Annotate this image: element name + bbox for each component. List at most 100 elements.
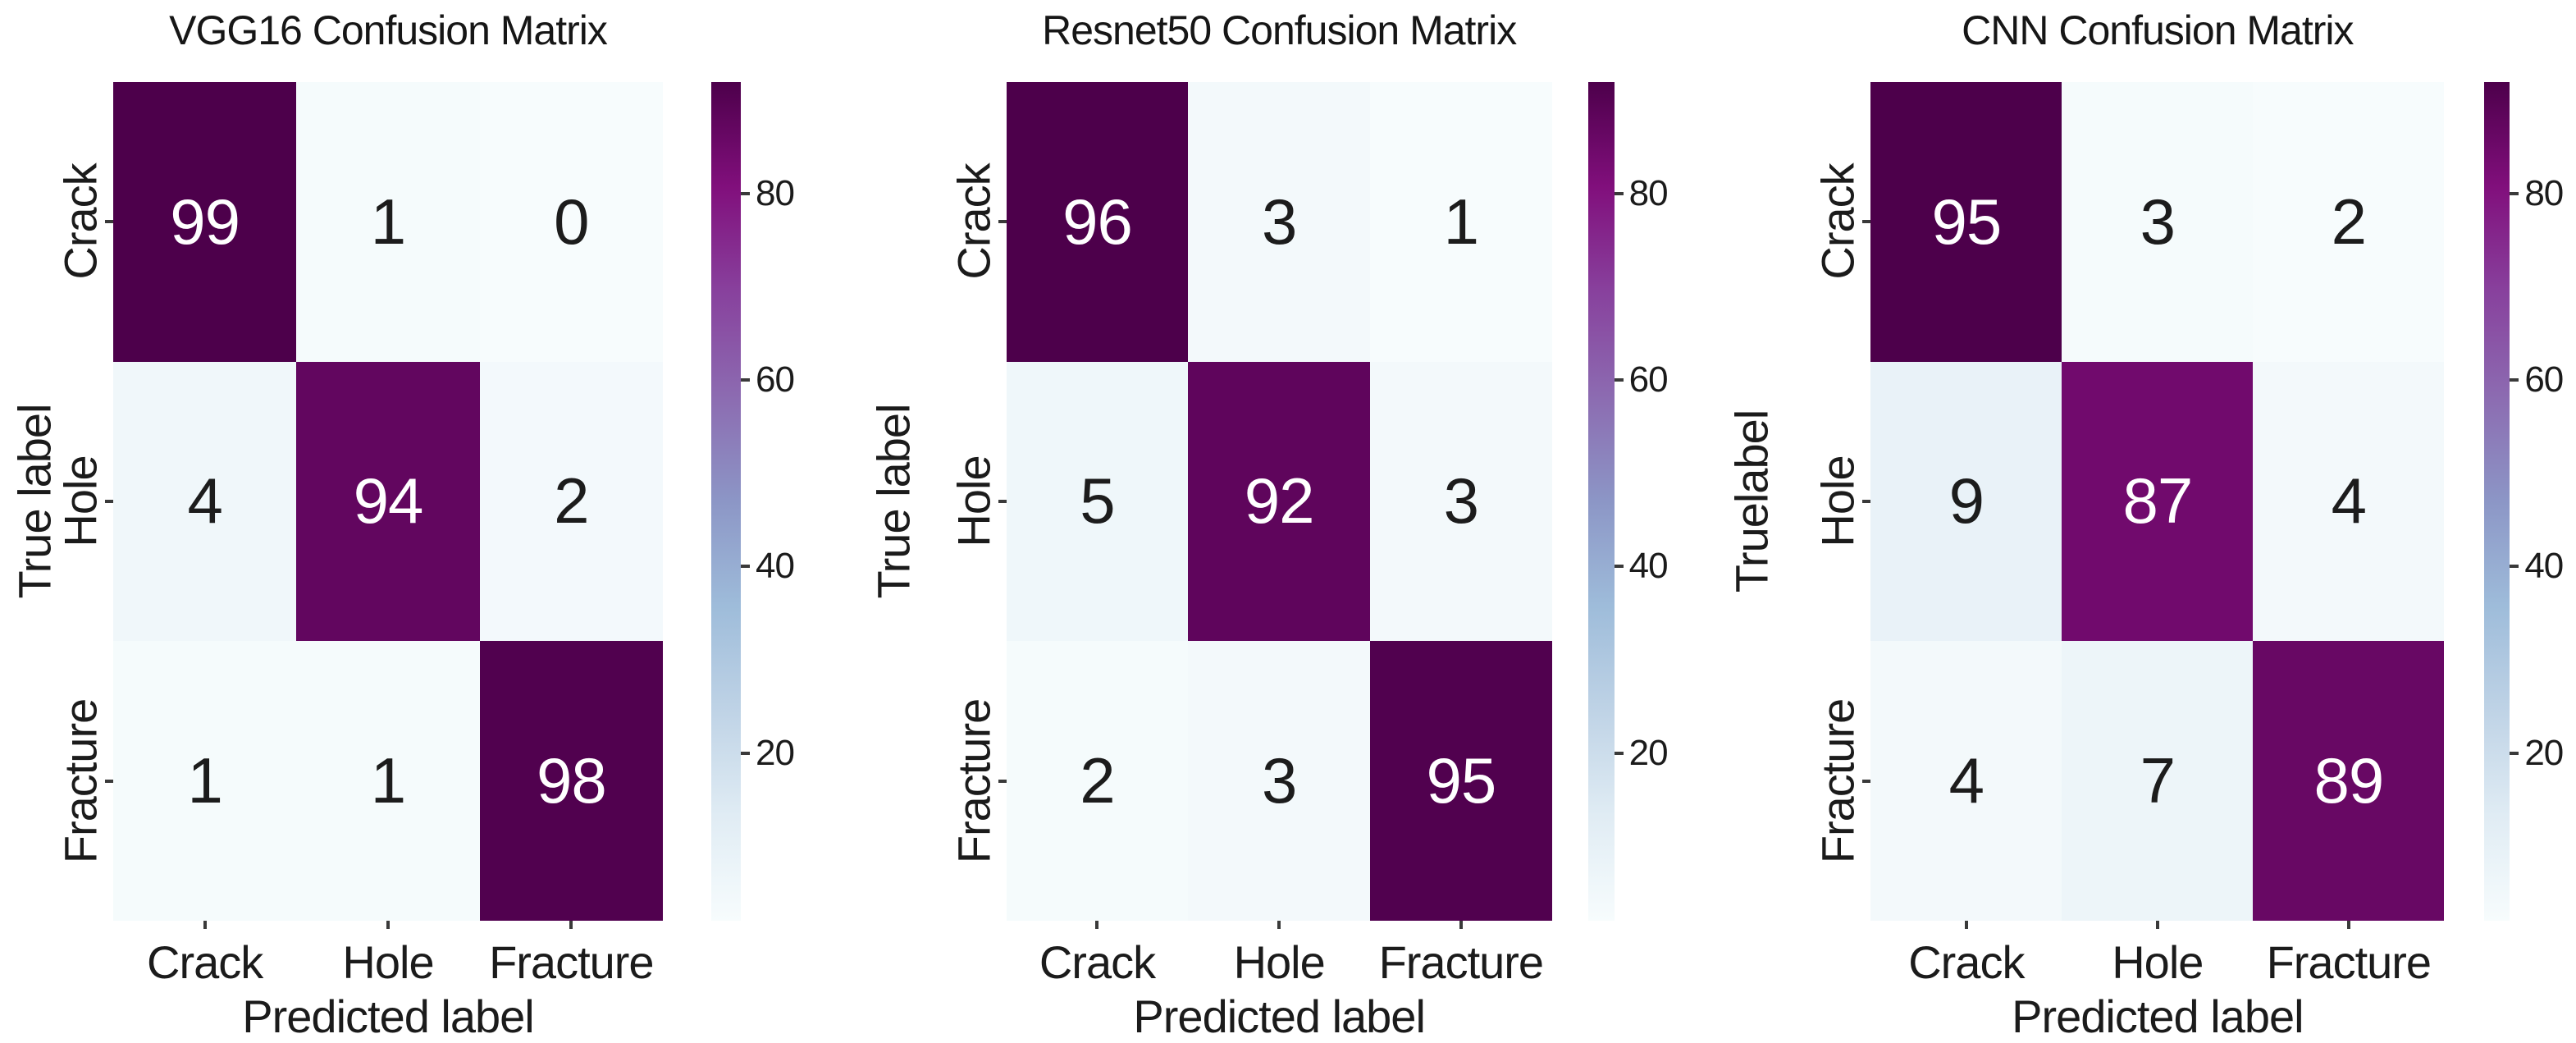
y-tick-label: Crack [1811,163,1864,280]
matrix-cell: 9 [1870,361,2062,642]
matrix-cell: 3 [1188,641,1370,921]
x-tick-mark [569,921,573,929]
colorbar [711,82,741,921]
y-tick-label: Crack [948,163,1000,280]
colorbar-tick-label: 20 [2524,732,2564,773]
y-axis-label: Truelabel [1725,409,1778,593]
y-tick-mark [1862,500,1871,503]
y-tick-label: Hole [1811,455,1864,547]
matrix-cell: 1 [113,641,297,921]
colorbar-tick-mark [1614,192,1624,196]
y-tick-mark [998,779,1007,783]
y-tick-mark [998,500,1007,503]
x-tick-mark [2346,921,2350,929]
colorbar-tick-mark [2510,378,2519,382]
matrix-cell: 3 [1369,361,1552,642]
matrix-cell: 4 [113,361,297,642]
matrix-cell: 2 [1006,641,1189,921]
colorbar-tick-label: 40 [2524,546,2564,587]
x-tick-label: Crack [147,936,263,988]
matrix-cell: 92 [1188,361,1370,642]
matrix-cell: 2 [479,361,663,642]
matrix-cell: 1 [1369,82,1552,362]
x-tick-label: Hole [2112,936,2204,988]
colorbar-tick-label: 20 [1628,732,1669,773]
x-tick-label: Crack [1039,936,1156,988]
panel-vgg16: VGG16 Confusion Matrix True label Crack … [0,0,858,1042]
x-tick-label: Crack [1908,936,2025,988]
y-tick-label: Fracture [948,698,1000,863]
y-tick-mark [105,779,113,783]
colorbar [2484,82,2510,921]
matrix-cell: 94 [296,361,480,642]
y-tick-label: Hole [948,455,1000,547]
x-tick-mark [2155,921,2159,929]
x-tick-label: Hole [342,936,434,988]
y-tick-mark [105,500,113,503]
colorbar-tick-mark [741,751,750,755]
x-tick-label: Fracture [2266,936,2432,988]
y-tick-label: Fracture [54,698,107,863]
x-axis-label: Predicted label [242,990,534,1042]
colorbar-tick-mark [2510,565,2519,569]
x-tick-mark [386,921,390,929]
panel-resnet50: Resnet50 Confusion Matrix True label Cra… [859,0,1717,1042]
colorbar-tick-label: 80 [756,173,795,214]
colorbar-tick-label: 60 [2524,359,2564,400]
colorbar-tick-mark [741,192,750,196]
matrix-cell: 95 [1870,82,2062,362]
y-tick-mark [105,220,113,224]
colorbar [1587,82,1615,921]
y-tick-mark [1862,220,1871,224]
y-tick-label: Crack [54,163,107,280]
colorbar-tick-mark [1614,565,1624,569]
matrix-cell: 5 [1006,361,1189,642]
colorbar-tick-label: 20 [756,732,795,773]
x-axis-label: Predicted label [2012,990,2304,1042]
x-tick-mark [1964,921,1968,929]
chart-title: Resnet50 Confusion Matrix [1042,7,1517,53]
colorbar-tick-label: 40 [1628,546,1669,587]
matrix-cell: 0 [479,82,663,362]
colorbar-tick-label: 60 [756,359,795,400]
matrix-cell: 3 [1188,82,1370,362]
y-tick-label: Fracture [1811,698,1864,863]
x-tick-mark [1277,921,1281,929]
colorbar-tick-mark [2510,192,2519,196]
colorbar-tick-mark [1614,378,1624,382]
chart-title: CNN Confusion Matrix [1962,7,2354,53]
x-tick-mark [203,921,207,929]
matrix-cell: 2 [2253,82,2445,362]
colorbar-tick-label: 40 [756,546,795,587]
matrix-cell: 98 [479,641,663,921]
colorbar-tick-mark [741,565,750,569]
colorbar-tick-label: 60 [1628,359,1669,400]
x-tick-label: Fracture [489,936,654,988]
x-tick-label: Fracture [1378,936,1544,988]
matrix-cell: 96 [1006,82,1189,362]
colorbar-tick-mark [741,378,750,382]
matrix-cell: 4 [2253,361,2445,642]
matrix-cell: 95 [1369,641,1552,921]
matrix-cell: 4 [1870,641,2062,921]
y-tick-mark [1862,779,1871,783]
y-axis-label: True label [867,404,920,599]
colorbar-tick-mark [1614,751,1624,755]
colorbar-tick-label: 80 [1628,173,1669,214]
chart-title: VGG16 Confusion Matrix [169,7,608,53]
x-axis-label: Predicted label [1133,990,1425,1042]
colorbar-tick-label: 80 [2524,173,2564,214]
colorbar-tick-mark [2510,751,2519,755]
matrix-cell: 1 [296,641,480,921]
matrix-cell: 7 [2062,641,2254,921]
panel-cnn: CNN Confusion Matrix Truelabel Crack Hol… [1717,0,2575,1042]
matrix-cell: 89 [2253,641,2445,921]
x-tick-label: Hole [1233,936,1326,988]
matrix-cell: 87 [2062,361,2254,642]
x-tick-mark [1095,921,1099,929]
x-tick-mark [1459,921,1463,929]
